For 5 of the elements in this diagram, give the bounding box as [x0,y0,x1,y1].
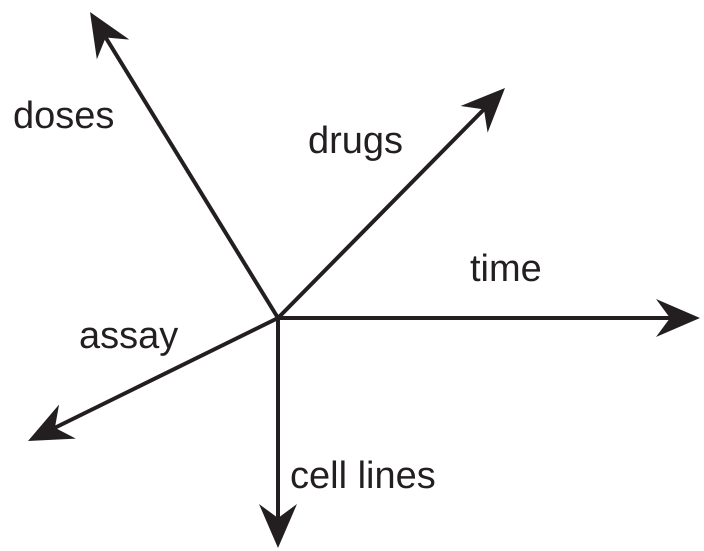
axis-label: time [470,250,542,288]
axis-label: cell lines [290,457,436,495]
axis-label: assay [79,317,178,355]
axis-label: doses [13,97,114,135]
axis-label: drugs [308,122,404,160]
